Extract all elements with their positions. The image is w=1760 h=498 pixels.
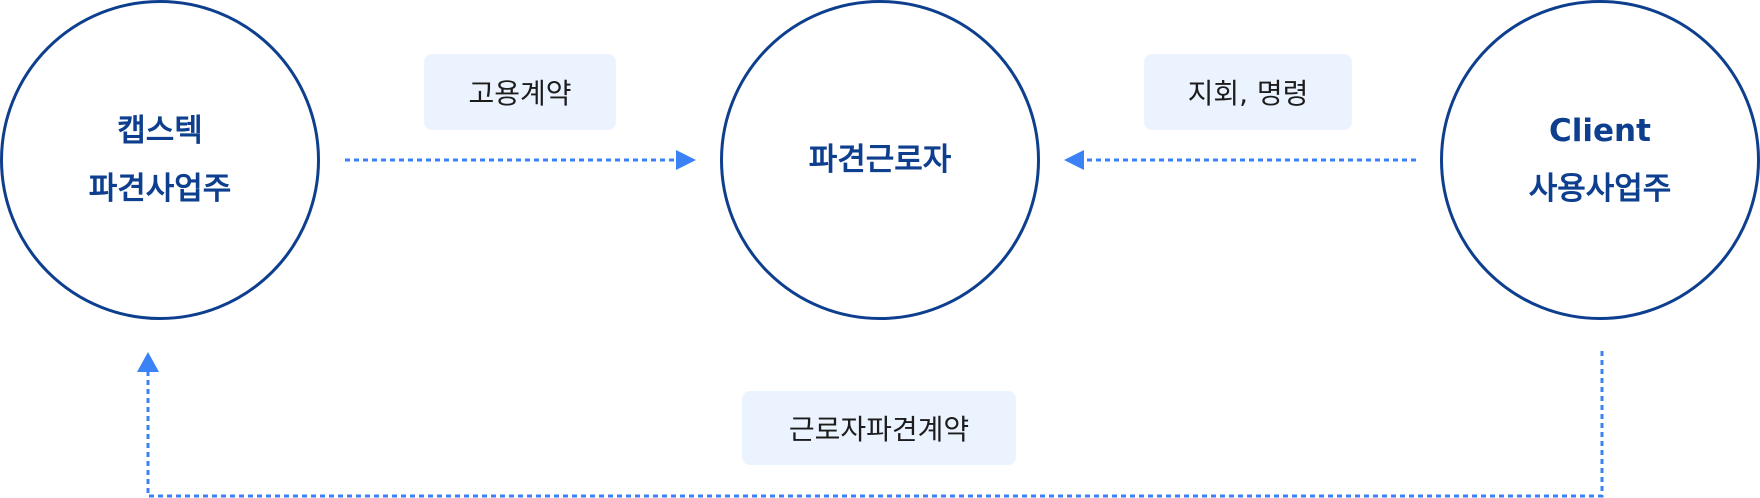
dispatch-contract-label: 근로자파견계약 bbox=[742, 391, 1016, 465]
employment-label: 고용계약 bbox=[424, 54, 616, 130]
dispatcher-node: 캡스텍 파견사업주 bbox=[0, 0, 320, 320]
client-name: Client bbox=[1549, 113, 1651, 149]
worker-node: 파견근로자 bbox=[720, 0, 1040, 320]
dispatcher-role: 파견사업주 bbox=[88, 171, 232, 207]
client-node: Client 사용사업주 bbox=[1440, 0, 1760, 320]
worker-role: 파견근로자 bbox=[808, 142, 952, 178]
client-role: 사용사업주 bbox=[1528, 171, 1672, 207]
dispatch-contract-arrowhead bbox=[137, 352, 159, 372]
dispatcher-name: 캡스텍 bbox=[117, 113, 203, 149]
direction-arrowhead bbox=[1064, 150, 1084, 170]
direction-label: 지회, 명령 bbox=[1144, 54, 1352, 130]
employment-arrowhead bbox=[676, 150, 696, 170]
dispatch-contract-arrow-line bbox=[146, 351, 1604, 498]
